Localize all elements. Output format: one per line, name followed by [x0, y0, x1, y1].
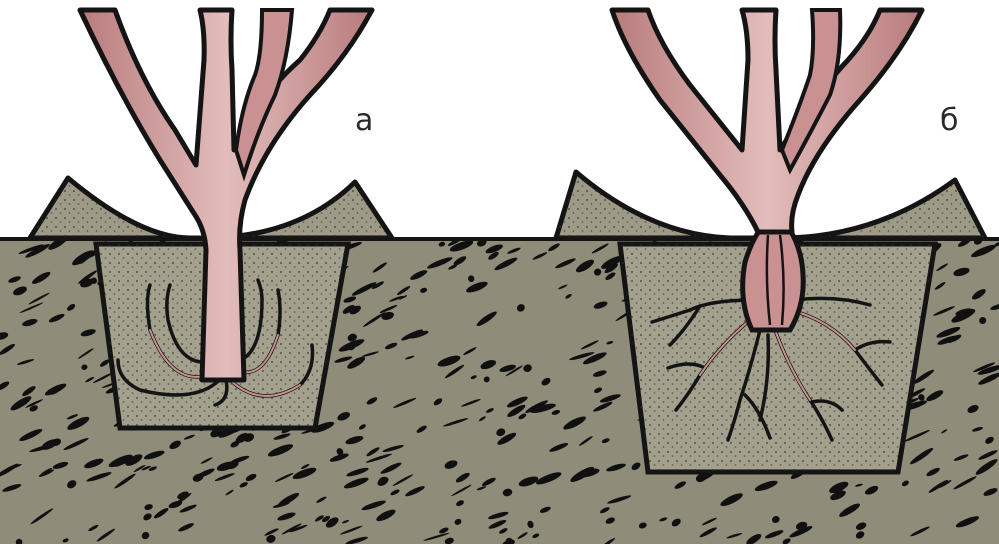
trunk-b: [612, 10, 922, 232]
root-collar-b: [743, 230, 804, 330]
panel-label-a: а: [355, 106, 373, 136]
panel-label-b: б: [940, 106, 959, 136]
